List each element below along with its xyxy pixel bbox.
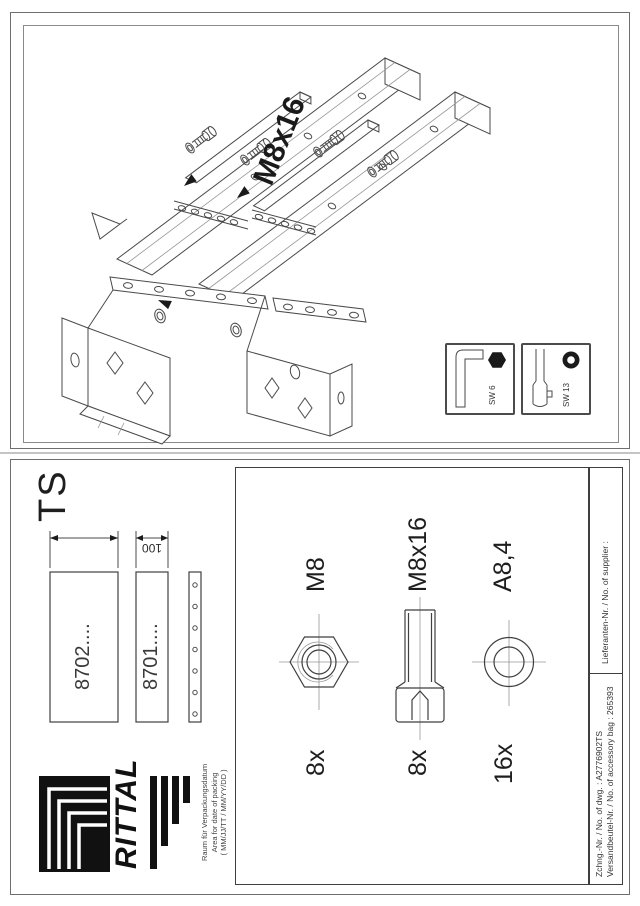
sheet-separator [0,452,640,454]
tool-box-sw13 [521,343,591,415]
rittal-wordmark: RITTAL [110,758,143,869]
packing-note-line-format: ( MM/JJ/TT / MM/YY/DD ) [219,769,228,856]
part-qty-m8x16: 8x [404,749,432,776]
part-label-a84: A8,4 [489,540,517,592]
title-block-lower-cell: Zchng.-Nr. / No. of dwg. : A2776902TS Ve… [594,687,616,877]
part-qty-a84: 16x [490,743,518,784]
parts-box [235,467,589,885]
tool-box-sw6 [445,343,515,415]
title-block-divider [590,468,622,674]
part-label-m8: M8 [302,557,330,592]
accessory-bag-label: Versandbeutel-Nr. / No. of accessory bag… [605,686,615,877]
tool-label-sw6: SW 6 [488,385,497,405]
drawing-number-label: Zchng.-Nr. / No. of dwg. : A2776902TS [594,731,604,877]
rail-label-8701: 8701.... [140,623,162,690]
series-label: TS [32,469,74,522]
supplier-label: Lieferanten-Nr. / No. of supplier : [600,541,610,664]
packing-note: Raum für Verpackungsdatum Area for date … [200,764,229,861]
packing-note-line-en: Area for date of packing [209,772,219,853]
part-qty-m8: 8x [302,749,330,776]
packing-note-line-de: Raum für Verpackungsdatum [200,763,209,861]
dimension-100-label: 100 [141,541,163,555]
tool-label-sw13: SW 13 [562,382,571,407]
part-label-m8x16: M8x16 [404,516,432,592]
rail-label-8702: 8702.... [72,623,94,690]
title-block-column [589,467,623,885]
